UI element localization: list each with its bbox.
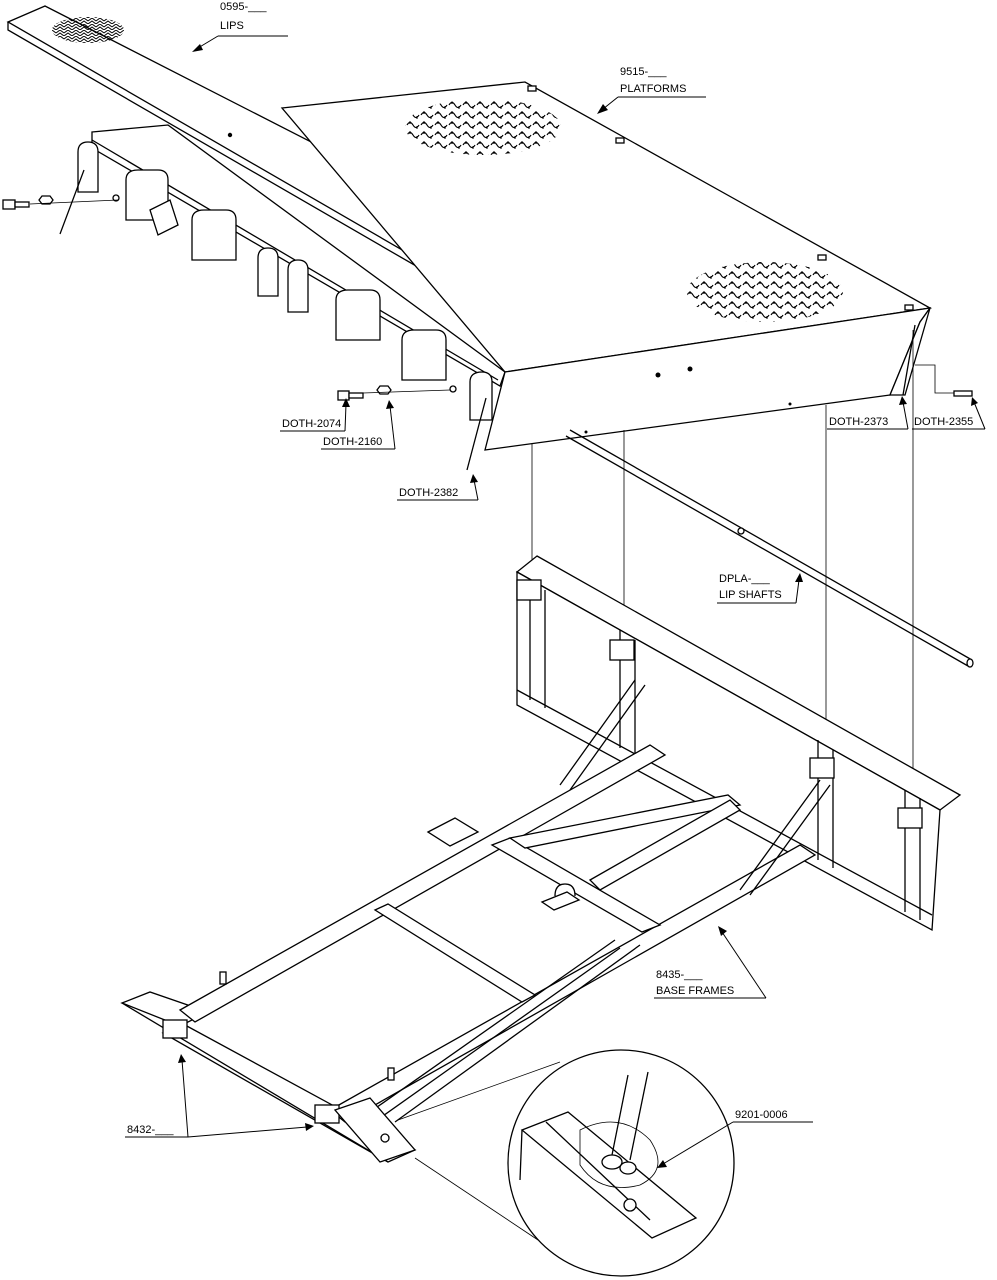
hinge-hardware-center — [337, 385, 487, 471]
callout-doth-2382-part: DOTH-2382 — [399, 487, 458, 499]
hinge-hardware-left — [2, 169, 119, 235]
callout-doth-2355: DOTH-2355 — [912, 397, 986, 430]
callout-lips-part: 0595-___ — [220, 1, 267, 13]
callout-lip-shafts-part: DPLA-___ — [719, 573, 771, 585]
lip-tread-pattern — [52, 17, 124, 43]
callout-lips-desc: LIPS — [220, 20, 244, 32]
hinge-knuckles — [77, 141, 493, 421]
callout-platforms: 9515-___ PLATFORMS — [597, 66, 706, 114]
callout-9201-0006: 9201-0006 — [657, 1109, 813, 1168]
callout-8432-part: 8432-___ — [127, 1124, 174, 1136]
platform-tread-pattern — [687, 262, 843, 322]
callout-base-frames-part: 8435-___ — [656, 969, 703, 981]
callout-lip-shafts: DPLA-___ LIP SHAFTS — [717, 573, 803, 604]
platform-tread-pattern — [405, 99, 561, 155]
callout-platforms-desc: PLATFORMS — [620, 83, 686, 95]
callout-lip-shafts-desc: LIP SHAFTS — [719, 589, 782, 601]
callout-doth-2373: DOTH-2373 — [827, 396, 909, 430]
callout-base-frames-desc: BASE FRAMES — [656, 985, 734, 997]
callout-doth-2373-part: DOTH-2373 — [829, 416, 888, 428]
callout-9201-0006-part: 9201-0006 — [735, 1109, 788, 1121]
lip-shaft — [565, 429, 974, 668]
detail-view — [397, 1049, 735, 1277]
callout-doth-2382: DOTH-2382 — [397, 474, 479, 501]
callout-lips: 0595-___ LIPS — [192, 1, 288, 52]
callout-doth-2355-part: DOTH-2355 — [914, 416, 973, 428]
callout-base-frames: 8435-___ BASE FRAMES — [654, 926, 767, 999]
callout-doth-2074: DOTH-2074 — [280, 398, 350, 432]
callout-doth-2074-part: DOTH-2074 — [282, 418, 341, 430]
platform — [77, 81, 932, 451]
base-frame — [120, 555, 962, 1163]
callout-8432: 8432-___ — [125, 1054, 314, 1138]
callout-platforms-part: 9515-___ — [620, 66, 667, 78]
callout-doth-2160: DOTH-2160 — [321, 400, 396, 450]
callout-doth-2160-part: DOTH-2160 — [323, 436, 382, 448]
